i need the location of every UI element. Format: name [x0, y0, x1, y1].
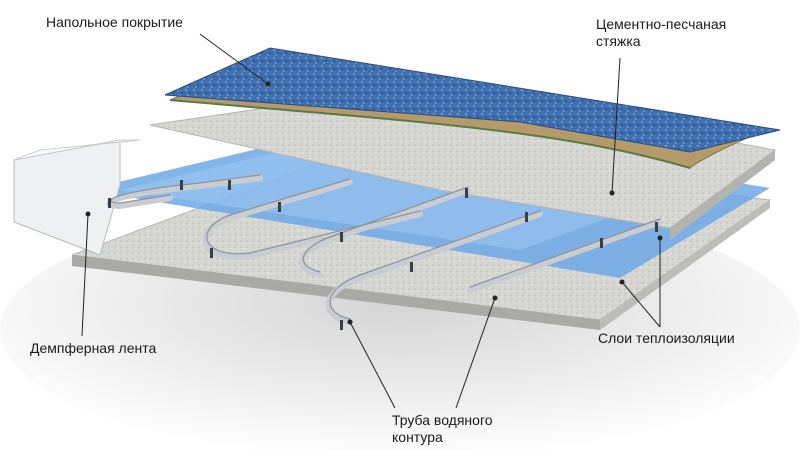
label-pipe-line1: Труба водяного	[392, 412, 493, 428]
insulation-slab-lower-edge	[600, 200, 770, 330]
screed-slab-side	[670, 150, 775, 240]
label-water-pipe: Труба водяного контура	[392, 412, 493, 446]
leader-dots	[85, 81, 663, 325]
foil-film-highlight	[120, 130, 700, 250]
label-insulation: Слои теплоизоляции	[598, 330, 735, 346]
label-damper-tape: Демпферная лента	[30, 340, 157, 356]
pipe-clips	[108, 180, 658, 330]
label-screed-line2: стяжка	[596, 33, 641, 49]
floor-covering	[164, 47, 781, 153]
label-screed-line1: Цементно-песчаная	[596, 16, 727, 32]
water-pipe-outline	[110, 174, 661, 320]
leader-lines	[81, 33, 661, 409]
label-pipe-line2: контура	[392, 429, 443, 445]
damper-tape-fold	[13, 139, 141, 161]
sand-layer-green-edge	[169, 99, 691, 169]
label-screed: Цементно-песчаная стяжка	[596, 16, 726, 50]
label-floor-covering: Напольное покрытие	[46, 14, 183, 30]
